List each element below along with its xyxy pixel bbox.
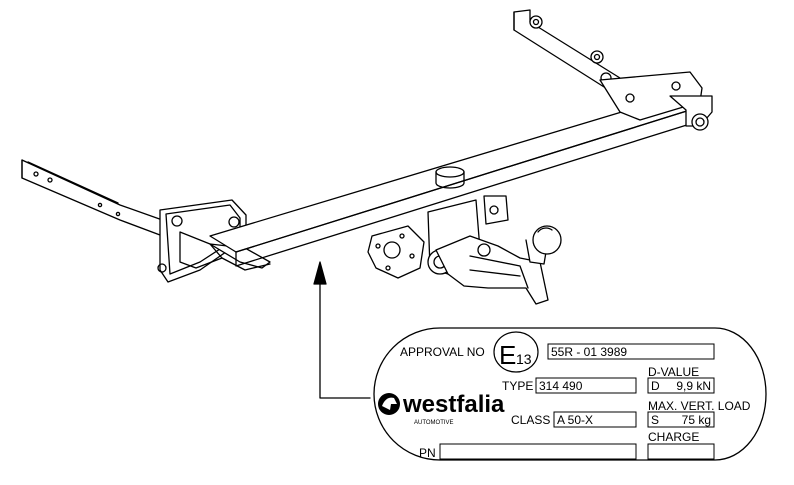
load-value: 75 kg [682,413,711,427]
brand-subtitle: AUTOMOTIVE [414,420,454,426]
brand-name: westfalia [402,391,505,418]
indicator-arrow [313,261,371,399]
dvalue-box [647,377,715,394]
type-box [535,377,637,394]
type-label: TYPE [502,379,533,393]
load-prefix: S [651,413,659,427]
charge-label: CHARGE [648,430,699,444]
approval-number: 55R - 01 3989 [551,345,627,359]
left-mounting-bracket [21,159,271,283]
load-label: MAX. VERT. LOAD [648,399,751,413]
dvalue-label: D-VALUE [648,365,699,379]
e-mark-number: 13 [516,351,532,367]
charge-box [647,443,715,460]
pn-label: PN [419,446,436,460]
identification-plate: APPROVAL NO E 13 55R - 01 3989 D-VALUE D… [373,327,767,461]
pn-box [439,443,637,460]
load-box [647,411,715,428]
class-label: CLASS [511,413,550,427]
approval-number-box [547,343,715,360]
e-mark-circle [493,331,539,373]
e-mark-letter: E [499,340,516,370]
class-value: A 50-X [557,413,593,427]
center-cap [435,166,465,189]
right-mounting-bracket [513,9,713,131]
dvalue-prefix: D [651,379,660,393]
westfalia-logo: westfalia AUTOMOTIVE [378,391,505,426]
approval-label: APPROVAL NO [400,345,485,359]
type-value: 314 490 [539,379,583,393]
class-box [553,411,637,428]
dvalue-value: 9,9 kN [676,379,711,393]
tow-ball-assembly [367,195,562,305]
